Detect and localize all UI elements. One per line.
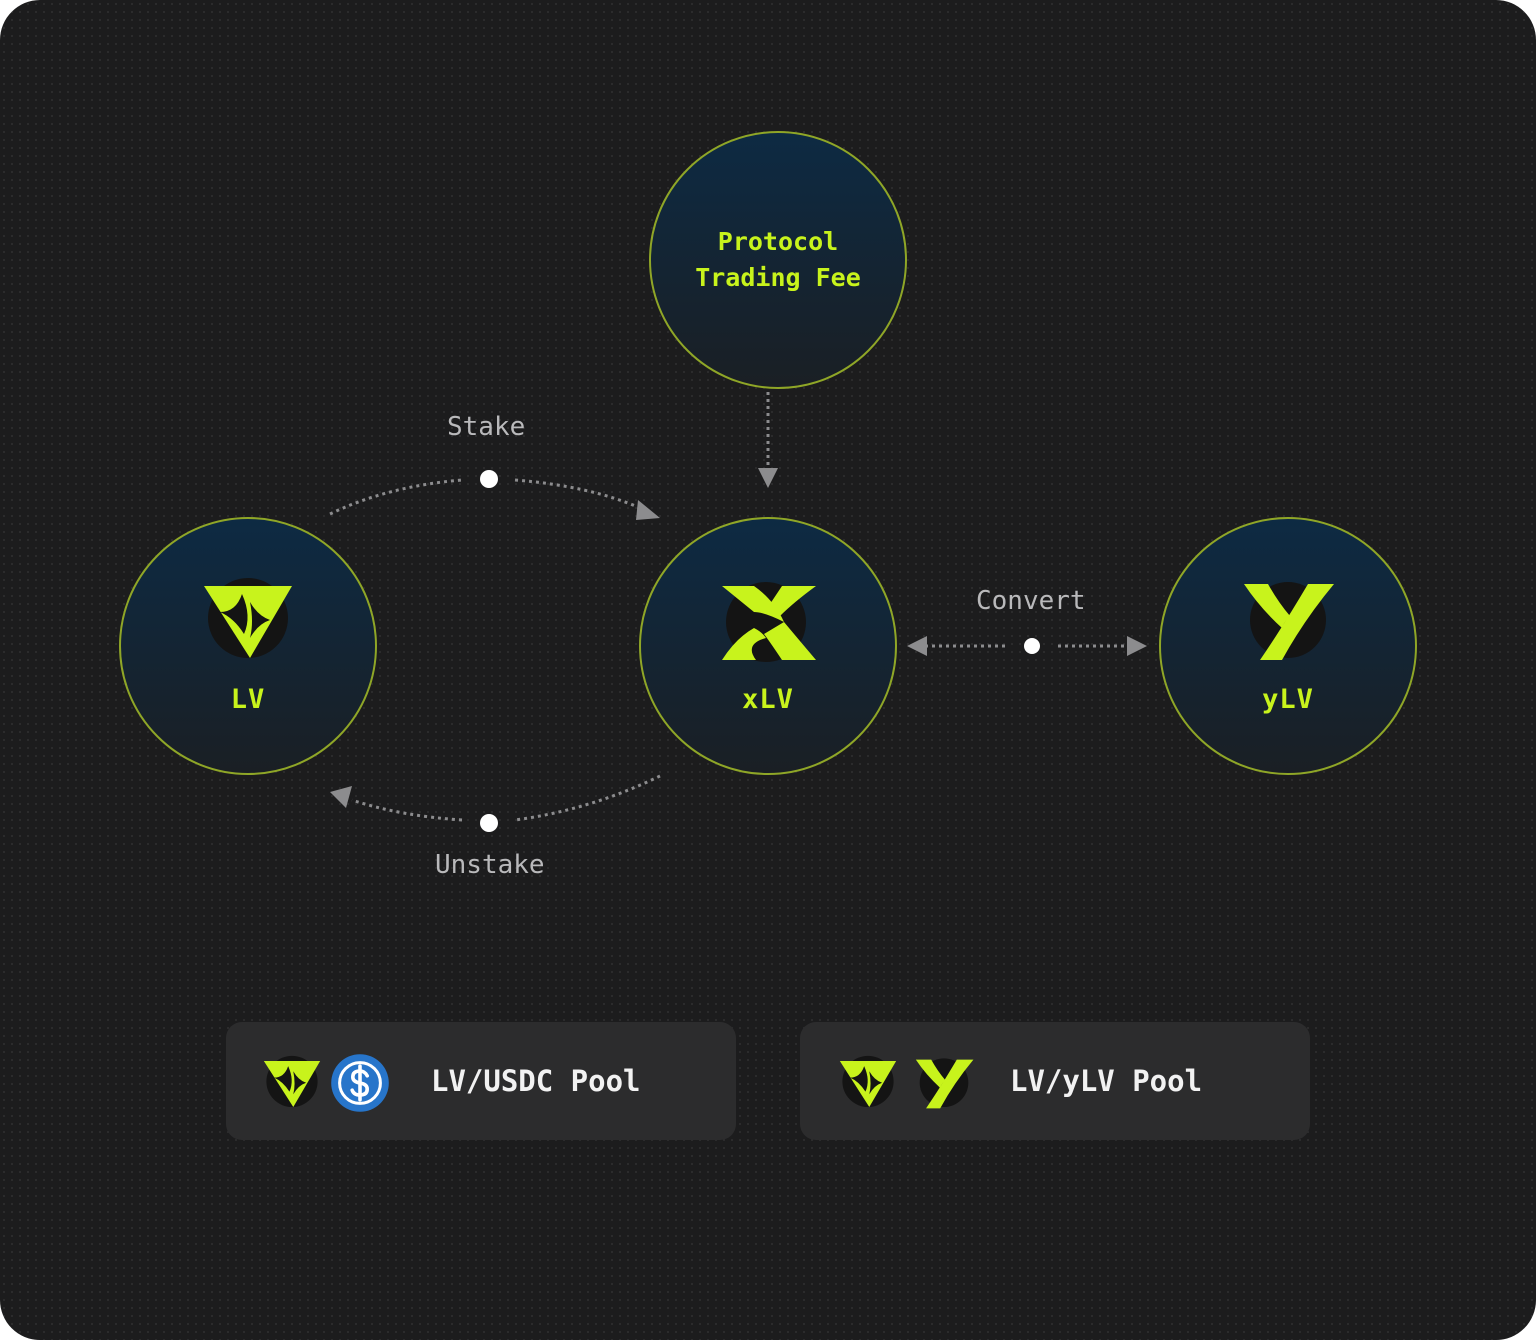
xlv-logo-icon	[718, 572, 818, 672]
pool-label: LV/yLV Pool	[1010, 1064, 1203, 1098]
fee-label-line2: Trading Fee	[695, 263, 861, 292]
protocol-fee-node: Protocol Trading Fee	[649, 131, 907, 389]
xlv-label: xLV	[742, 683, 794, 715]
fee-label-line1: Protocol	[717, 227, 839, 256]
lv-logo-icon	[198, 572, 298, 672]
xlv-node: xLV	[639, 517, 897, 775]
lv-logo-icon	[260, 1052, 324, 1116]
convert-dot	[1024, 638, 1040, 654]
lv-label: LV	[230, 683, 266, 715]
unstake-dot	[480, 814, 498, 832]
ylv-label: yLV	[1262, 683, 1314, 715]
convert-arrowhead-right	[1127, 636, 1147, 656]
stake-arrowhead	[636, 500, 660, 520]
ylv-logo-icon	[912, 1052, 976, 1116]
unstake-connector-left	[351, 798, 463, 822]
lv-ylv-pool-card: LV/yLV Pool	[800, 1022, 1310, 1140]
convert-arrowhead-left	[907, 636, 927, 656]
stake-label: Stake	[447, 412, 526, 442]
stake-connector-right	[514, 478, 641, 510]
lv-logo-icon	[836, 1052, 900, 1116]
stake-connector-left	[329, 478, 463, 516]
lv-usdc-pool-card: LV/USDC Pool	[226, 1022, 736, 1140]
usdc-logo-icon	[330, 1053, 390, 1113]
ylv-logo-icon	[1238, 572, 1338, 672]
unstake-label: Unstake	[435, 850, 545, 880]
lv-node: LV	[119, 517, 377, 775]
stake-dot	[480, 470, 498, 488]
unstake-connector-right	[514, 774, 661, 822]
convert-label: Convert	[976, 586, 1086, 616]
pool-label: LV/USDC Pool	[431, 1064, 641, 1098]
unstake-arrowhead	[330, 786, 352, 808]
fee-arrowhead	[758, 468, 778, 488]
ylv-node: yLV	[1159, 517, 1417, 775]
